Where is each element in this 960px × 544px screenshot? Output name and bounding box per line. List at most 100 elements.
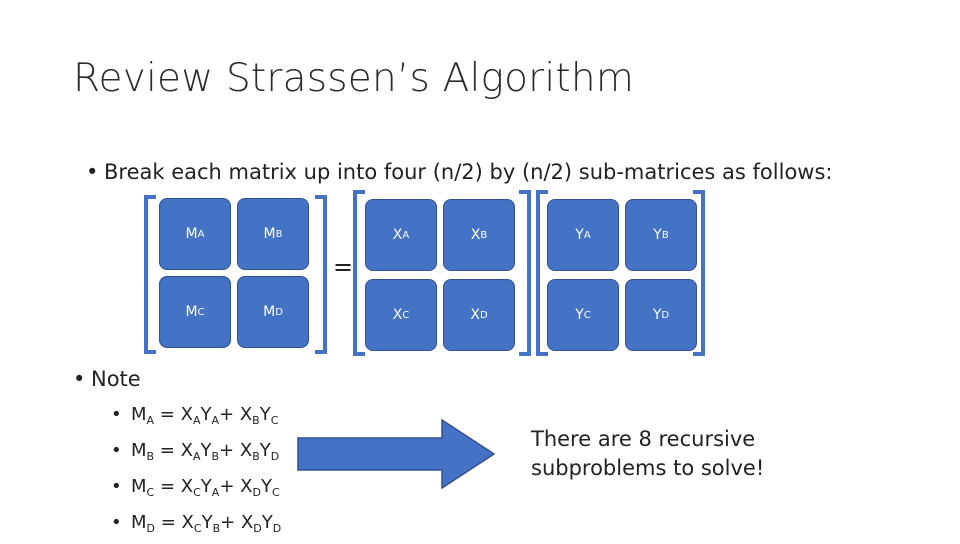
equation-row: •MD = XCYB+ XDYD (111, 508, 281, 544)
bullet-break-matrix: •Break each matrix up into four (n/2) by… (86, 160, 832, 184)
cell-label: Y (575, 227, 584, 243)
cell-subscript: B (480, 229, 488, 241)
matrix-y-right-bracket (693, 190, 705, 356)
cell-label: M (185, 304, 198, 320)
equation-row: •MA = XAYA+ XBYC (111, 400, 281, 436)
equation-subscript: B (146, 450, 155, 463)
equation-term: + (220, 512, 241, 533)
equation-term: X (240, 512, 254, 533)
cell-label: M (263, 304, 276, 320)
cell-label: M (263, 226, 276, 242)
cell-subscript: D (479, 309, 488, 321)
equation-term: M (131, 440, 147, 461)
equation-subscript: D (252, 486, 261, 499)
equation-subscript: A (211, 414, 219, 427)
equation-term: M (131, 476, 147, 497)
equation-subscript: D (270, 450, 280, 463)
cell-subscript: B (275, 228, 283, 240)
bullet-dot: • (111, 512, 122, 533)
equation-subscript: A (146, 414, 155, 427)
bullet-break-text: Break each matrix up into four (n/2) by … (104, 160, 833, 184)
equation-row: •MB = XAYB+ XBYD (111, 436, 281, 472)
equation-subscript: B (252, 450, 260, 463)
equation-subscript: B (211, 450, 220, 463)
equation-subscript: B (252, 414, 260, 427)
equation-subscript: C (146, 486, 155, 499)
equation-term: X (239, 440, 253, 461)
equation-subscript: A (192, 414, 201, 427)
matrix-x-right-bracket (519, 190, 531, 356)
equation-term: Y (201, 512, 213, 533)
equation-term: = (154, 476, 181, 497)
matrix-m-right-bracket (315, 195, 327, 354)
cell-label: Y (652, 307, 662, 323)
equation-term: Y (200, 404, 212, 425)
bullet-note-text: Note (91, 367, 141, 391)
bullet-dot: • (111, 476, 122, 497)
equation-subscript: C (193, 486, 201, 499)
equation-term: X (180, 404, 193, 425)
equation-term: = (154, 440, 181, 461)
cell-subscript: A (197, 228, 205, 240)
equation-term: Y (200, 440, 212, 461)
result-text: There are 8 recursive subproblems to sol… (531, 425, 764, 483)
cell-subscript: C (583, 309, 591, 321)
equation-subscript: D (253, 522, 262, 535)
equals-sign: = (333, 253, 354, 281)
result-line-1: There are 8 recursive (531, 427, 756, 451)
equation-term: X (180, 476, 194, 497)
cell-label: X (470, 307, 480, 323)
equation-subscript: A (192, 450, 201, 463)
equation-term: + (219, 476, 241, 497)
equations-list: •MA = XAYA+ XBYC •MB = XAYB+ XBYD •MC = … (111, 400, 281, 544)
equation-term: X (181, 512, 194, 533)
equation-term: X (239, 404, 253, 425)
equation-term: Y (259, 404, 271, 425)
equation-term: Y (261, 512, 273, 533)
result-line-2: subproblems to solve! (531, 456, 765, 480)
bullet-dot: • (73, 367, 86, 391)
equation-subscript: C (271, 486, 280, 499)
equation-subscript: C (193, 522, 202, 535)
cell-subscript: D (275, 306, 283, 318)
bullet-dot: • (111, 404, 122, 425)
equation-term: M (131, 404, 147, 425)
cell-label: X (392, 307, 403, 323)
equation-term: Y (260, 476, 272, 497)
cell-label: X (470, 227, 481, 243)
equation-row: •MC = XCYA+ XDYC (111, 472, 281, 508)
cell-subscript: B (661, 229, 669, 241)
equation-term: + (219, 404, 240, 425)
equation-term: X (240, 476, 253, 497)
matrix-x-left-bracket (353, 190, 365, 356)
cell-label: Y (575, 307, 584, 323)
bullet-dot: • (86, 160, 99, 184)
equation-term: = (154, 404, 181, 425)
right-arrow-icon (297, 418, 496, 490)
equation-subscript: D (146, 522, 156, 535)
equation-term: + (219, 440, 240, 461)
equation-subscript: C (270, 414, 279, 427)
equation-term: Y (259, 440, 271, 461)
slide-title: Review Strassen’s Algorithm (73, 56, 635, 101)
matrix-m-left-bracket (144, 195, 156, 354)
cell-subscript: A (402, 229, 410, 241)
cell-subscript: D (661, 309, 670, 321)
equation-subscript: D (272, 522, 282, 535)
cell-label: M (185, 226, 198, 242)
matrix-y-left-bracket (536, 190, 548, 356)
equation-term: = (155, 512, 182, 533)
cell-label: X (392, 227, 403, 243)
bullet-dot: • (111, 440, 122, 461)
